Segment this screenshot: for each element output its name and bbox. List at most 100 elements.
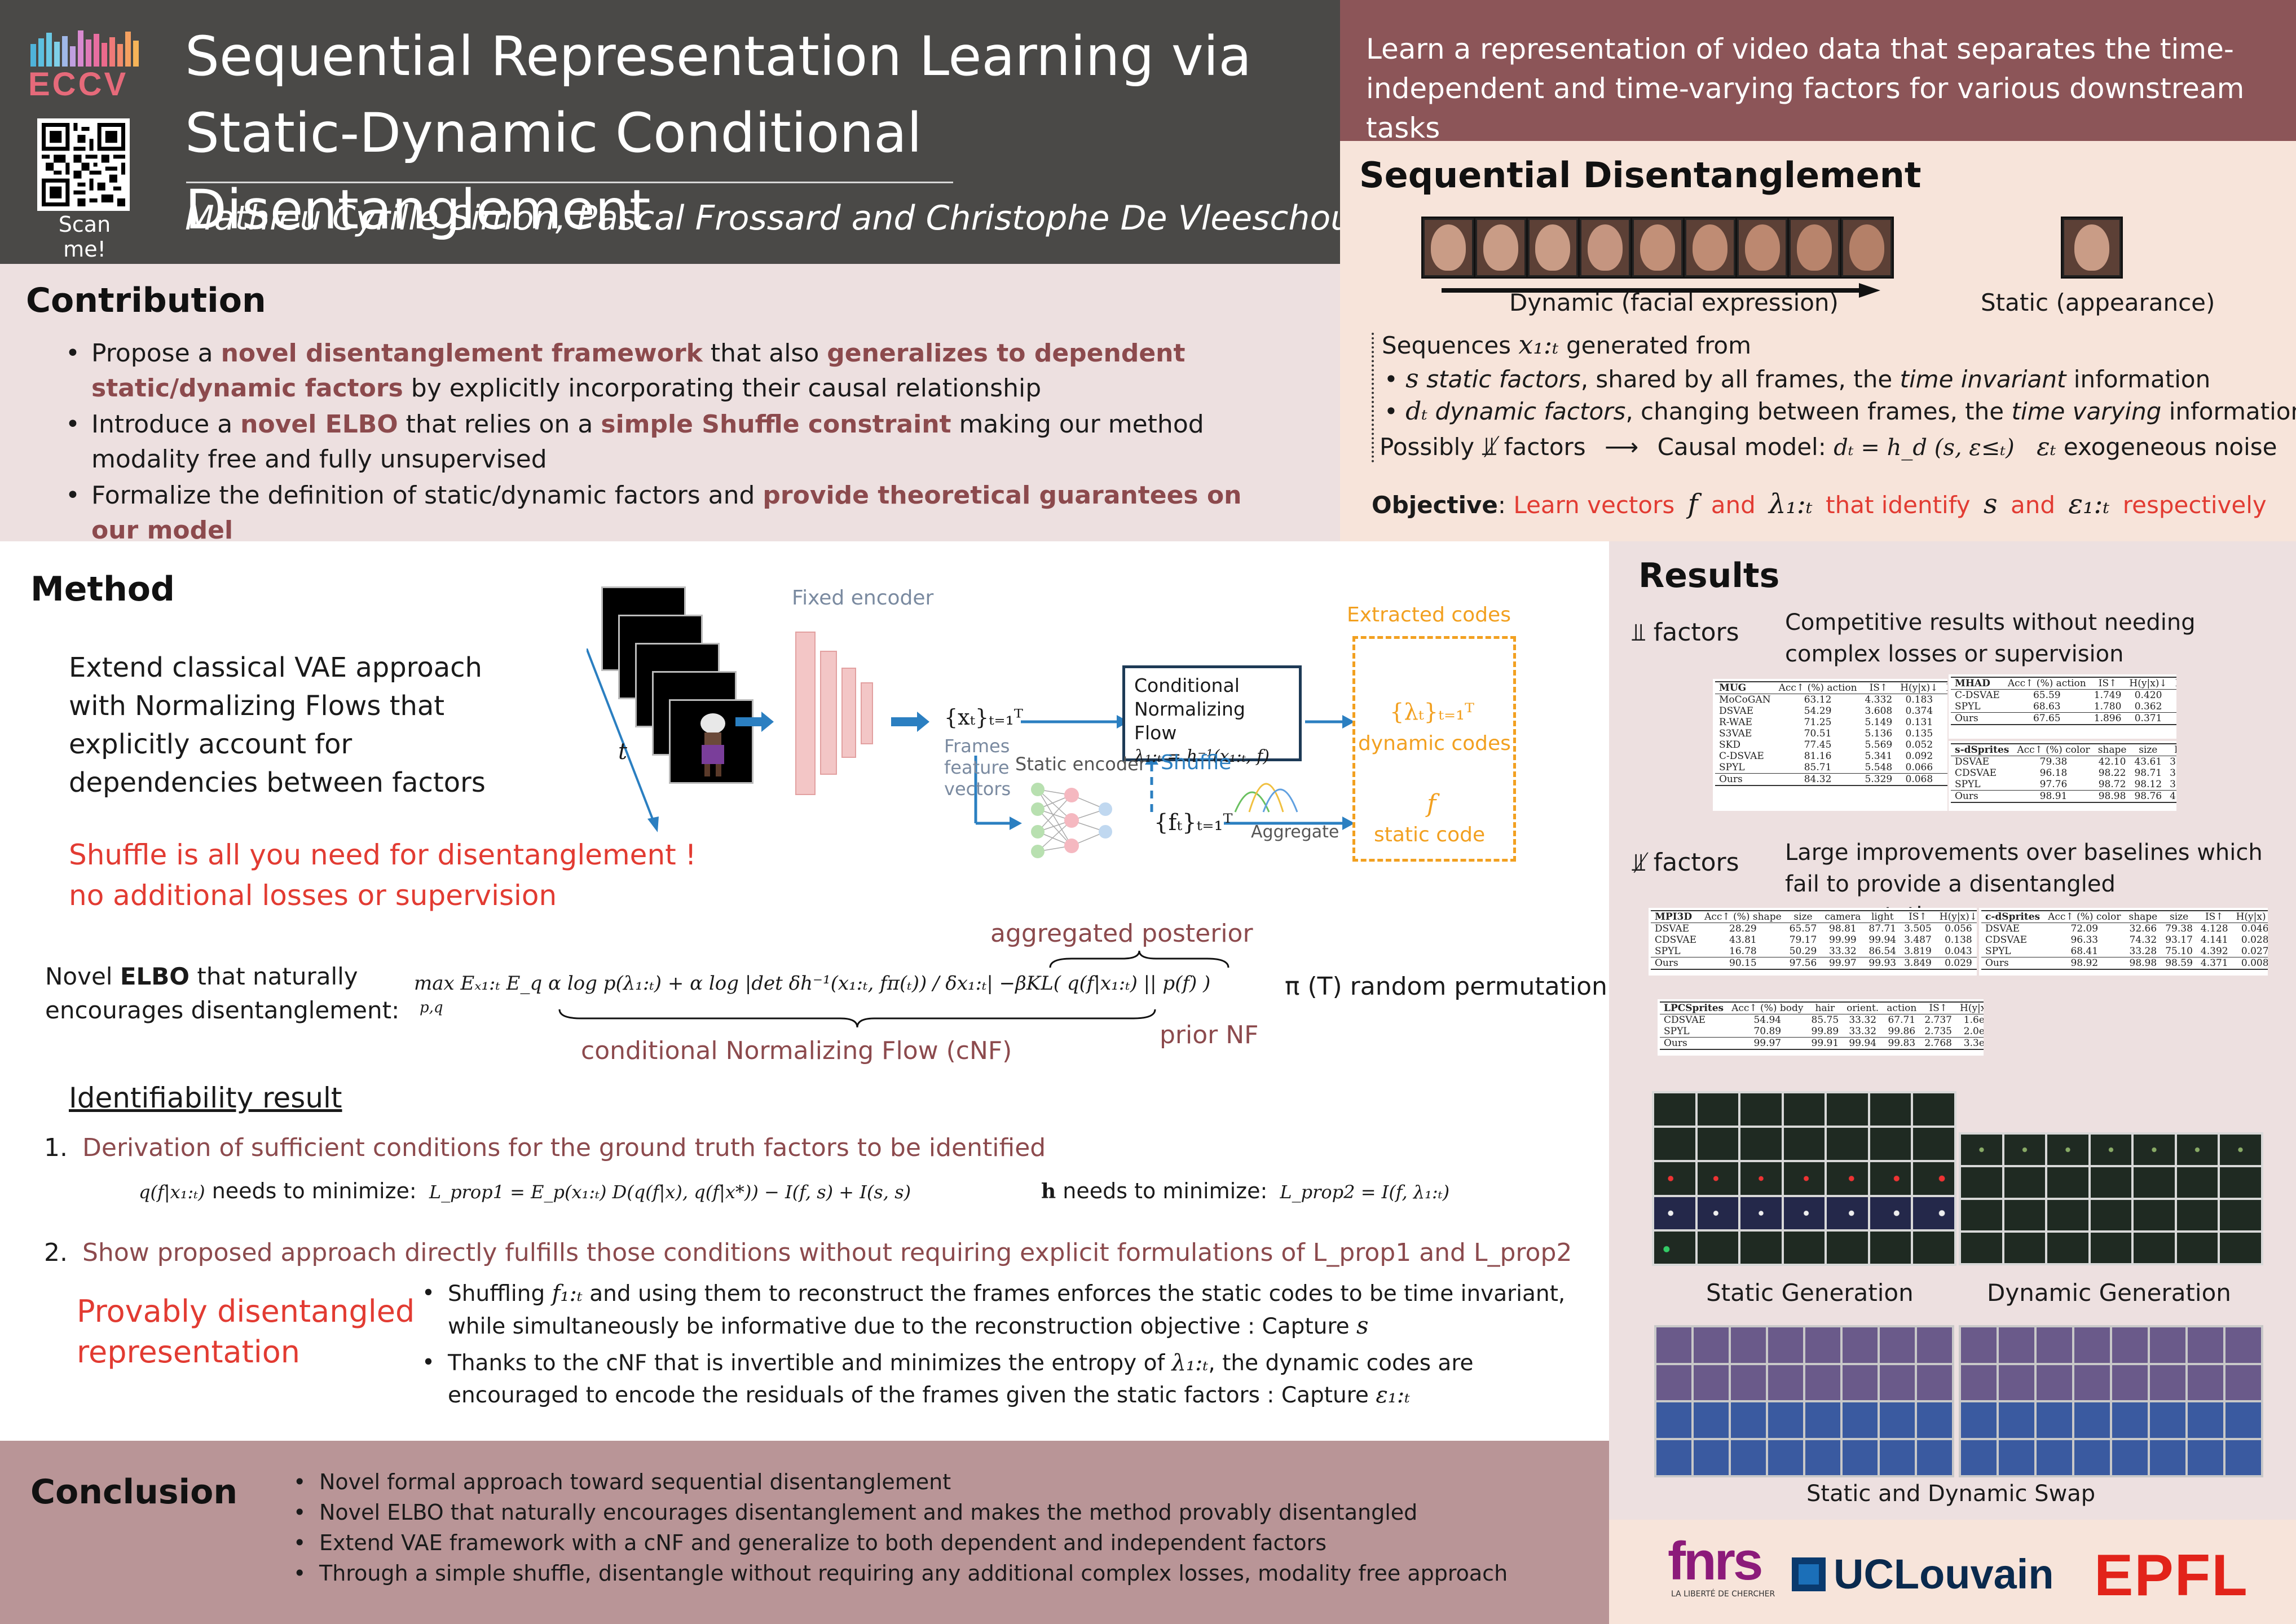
table-cell: 79.38: [2039, 756, 2068, 767]
table-cell: 1.769: [1942, 739, 1947, 751]
text: making our method modality free and full…: [91, 410, 1204, 474]
table-cell: CDSVAE: [1655, 934, 1697, 946]
provably-item: Thanks to the cNF that is invertible and…: [422, 1347, 1578, 1411]
qr-code[interactable]: [37, 118, 130, 211]
table-cell: 98.71: [2134, 767, 2162, 779]
swap-frame: [2074, 1327, 2110, 1363]
table-cell: 0.374: [1905, 705, 1933, 717]
fnrs-logo-text: fnrs: [1668, 1531, 1763, 1591]
generated-frame: [2004, 1135, 2046, 1165]
swap-frame: [2037, 1327, 2072, 1363]
swap-frame: [2150, 1440, 2185, 1475]
table-header-cell: size: [2161, 910, 2197, 923]
table-cell: 99.99: [1829, 934, 1857, 946]
generated-frame: [2004, 1167, 2046, 1198]
table-cell: 85.75: [1811, 1014, 1839, 1026]
swap-frame: [1917, 1440, 1952, 1475]
table-cell: 75.10: [2165, 946, 2193, 957]
title-line-2: Static-Dynamic Conditional Disentangleme…: [185, 102, 922, 241]
table-cell: 1.6e-3: [1963, 1014, 1984, 1026]
swap-frame: [2074, 1365, 2110, 1400]
table-cell: CDSVAE: [1955, 767, 1997, 779]
table-cell: 98.59: [2161, 957, 2197, 970]
table-cell: 2.768: [1920, 1037, 1956, 1050]
swap-frame: [2074, 1402, 2110, 1438]
table-cell: DSVAE: [1655, 923, 1690, 934]
contribution-heading: Contribution: [26, 281, 266, 320]
table-cell: SPYL: [1664, 1026, 1690, 1037]
table-cell: SPYL: [1719, 762, 1745, 773]
table-cell: 1.775: [1942, 751, 1947, 762]
table-header-cell: H(y|x)↓: [2232, 910, 2268, 923]
table-header-cell: light: [1865, 910, 1901, 923]
table-cell: 68.63: [2033, 701, 2061, 712]
text: Introduce a: [91, 410, 241, 439]
table-cell: 0.371: [2125, 712, 2171, 725]
text: that relies on a: [398, 410, 601, 439]
swap-frame: [2226, 1365, 2261, 1400]
table-cell: SPYL: [1955, 701, 1981, 712]
conclusion-list: Novel formal approach toward sequential …: [293, 1467, 1590, 1588]
exo-text: exogeneous noise: [2063, 433, 2277, 461]
swap-frame: [1843, 1327, 1878, 1363]
table-cell: 0.131: [1905, 717, 1933, 728]
table-cell: 0.028: [2241, 934, 2268, 946]
table-cell: 0.027: [2241, 946, 2268, 957]
text: by explicitly incorporating their causal…: [403, 374, 1042, 403]
ident-item-2: Show proposed approach directly fulfills…: [82, 1238, 1572, 1267]
needs-text: needs to minimize:: [211, 1179, 417, 1203]
title-line-1: Sequential Representation Learning via: [185, 25, 1252, 88]
swap-frame: [2188, 1327, 2223, 1363]
dynamic-label: Dynamic (facial expression): [1509, 289, 1839, 316]
table-cell: 4.128: [2200, 923, 2228, 934]
table-cell: 99.94: [1868, 934, 1897, 946]
dynamic-generation-grid: [1959, 1132, 2263, 1265]
method-intro: Extend classical VAE approach with Norma…: [69, 652, 486, 798]
generated-frame: [1740, 1231, 1782, 1264]
table-header-cell: MUG: [1715, 681, 1775, 694]
swap-grid-right: [1959, 1325, 2263, 1477]
tagline-banner: Learn a representation of video data tha…: [1340, 0, 2296, 144]
table-cell: 0.135: [1905, 728, 1933, 739]
eps-sym: ε₁:ₜ: [1376, 1382, 1411, 1408]
swap-frame: [2037, 1440, 2072, 1475]
obj-eps-sym: ε₁:ₜ: [2068, 488, 2110, 520]
table-cell: 99.94: [1843, 1037, 1883, 1050]
swap-frame: [2037, 1365, 2072, 1400]
table-header-cell: IS↑: [2090, 677, 2126, 690]
table-header-cell: size: [1785, 910, 1821, 923]
causal-line: Possibly ⫫̸ factors ⟶ Causal model: dₜ =…: [1380, 431, 2277, 462]
face-frame: [1737, 218, 1788, 277]
results-panel: Results ⫫ factors Competitive results wi…: [1609, 541, 2296, 1520]
permutation-label: π (T) random permutation: [1285, 972, 1607, 1001]
static-factors-rest: , shared by all frames, the: [1580, 365, 1893, 393]
swap-frame: [1694, 1402, 1729, 1438]
swap-frame: [1731, 1402, 1766, 1438]
generated-frame: [2047, 1233, 2088, 1263]
swap-frame: [1843, 1402, 1878, 1438]
shuffle-label: Shuffle: [1161, 751, 1232, 774]
table-cell: 1.896: [2090, 712, 2126, 725]
swap-grid-left: [1654, 1325, 1954, 1477]
aggregated-posterior-label: aggregated posterior: [990, 919, 1253, 948]
table-cell: 98.22: [2098, 767, 2126, 779]
swap-frame: [2074, 1440, 2110, 1475]
uclouvain-logo-text: UCLouvain: [1834, 1551, 2054, 1597]
swap-frame: [1880, 1440, 1915, 1475]
table-cell: 1.325: [2171, 712, 2176, 725]
table-cell: DSVAE: [1955, 756, 1990, 767]
highlight: novel disentanglement framework: [221, 339, 703, 368]
table-cell: 1.657: [1942, 705, 1947, 717]
objective-line: Objective: Learn vectors f and λ₁:ₜ that…: [1372, 488, 2267, 520]
table-cell: 84.32: [1774, 773, 1861, 786]
table-cell: 43.81: [1729, 934, 1757, 946]
table-header-cell: Acc↑ (%) action: [1774, 681, 1861, 694]
table-cell: 97.56: [1785, 957, 1821, 970]
table-cell: 98.12: [2134, 779, 2162, 790]
generated-frame: [2090, 1167, 2132, 1198]
generated-frame: [2004, 1233, 2046, 1263]
conclusion-item: Extend VAE framework with a cNF and gene…: [293, 1528, 1590, 1558]
